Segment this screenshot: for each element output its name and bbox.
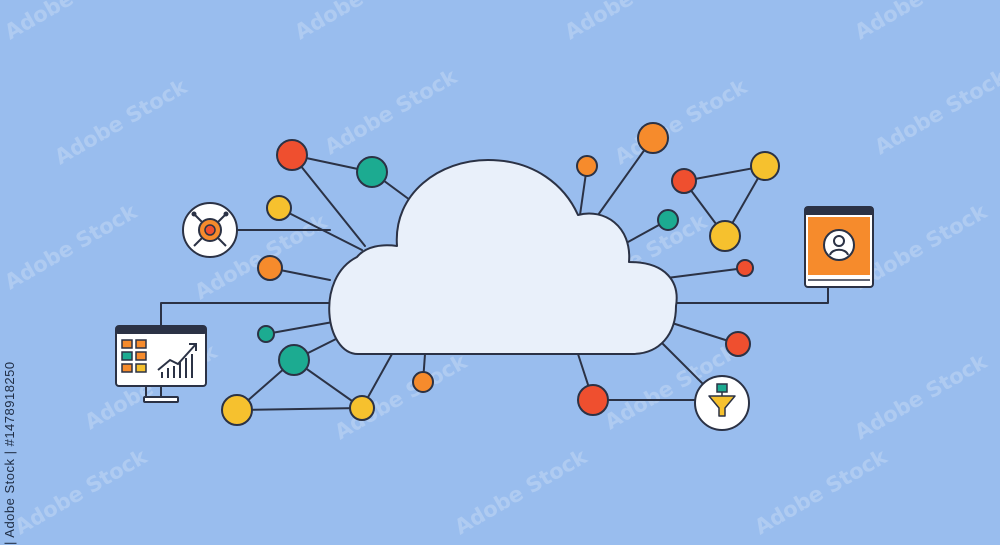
node-yellow-dot (709, 220, 741, 252)
watermark-text: Adobe Stock (851, 349, 992, 444)
watermark-text: Adobe Stock (51, 74, 192, 169)
watermark-text: Adobe Stock (1, 199, 142, 294)
node-red-dot (577, 384, 609, 416)
watermark-text: Adobe Stock (321, 64, 462, 159)
watermark-text: Adobe Stock (331, 349, 472, 444)
node-yellow-dot (349, 395, 375, 421)
target-badge-icon (182, 202, 238, 258)
node-yellow-dot (750, 151, 780, 181)
node-orange-dot (576, 155, 598, 177)
watermark-text: Adobe Stock (291, 0, 432, 44)
watermark-text: Adobe Stock (1, 0, 142, 44)
node-red-dot (736, 259, 754, 277)
node-orange-dot (257, 255, 283, 281)
network-nodes (221, 122, 780, 426)
watermark-text: Adobe Stock (751, 444, 892, 539)
user-avatar-icon (823, 229, 855, 261)
rising-line-chart-icon (157, 343, 197, 378)
stock-id-label: | Adobe Stock | #1478918250 (2, 361, 17, 545)
watermark-text: Adobe Stock (611, 74, 752, 169)
node-teal-dot (278, 344, 310, 376)
node-yellow-dot (221, 394, 253, 426)
watermark-text: Adobe Stock (561, 0, 702, 44)
bar-grid-icon (121, 339, 147, 373)
user-tablet-icon (804, 206, 874, 288)
watermark-text: Adobe Stock (451, 444, 592, 539)
filter-badge-icon (694, 375, 750, 431)
watermark-text: Adobe Stock (871, 64, 1000, 159)
node-orange-dot (637, 122, 669, 154)
watermark-text: Adobe Stock (851, 0, 992, 44)
node-teal-dot (657, 209, 679, 231)
node-red-dot (276, 139, 308, 171)
node-orange-dot (412, 371, 434, 393)
node-yellow-dot (266, 195, 292, 221)
node-red-dot (671, 168, 697, 194)
node-teal-dot (356, 156, 388, 188)
cloud-shape (328, 159, 678, 355)
analytics-monitor-icon (115, 325, 207, 403)
watermark-text: Adobe Stock (11, 444, 152, 539)
node-teal-dot (257, 325, 275, 343)
node-red-dot (725, 331, 751, 357)
